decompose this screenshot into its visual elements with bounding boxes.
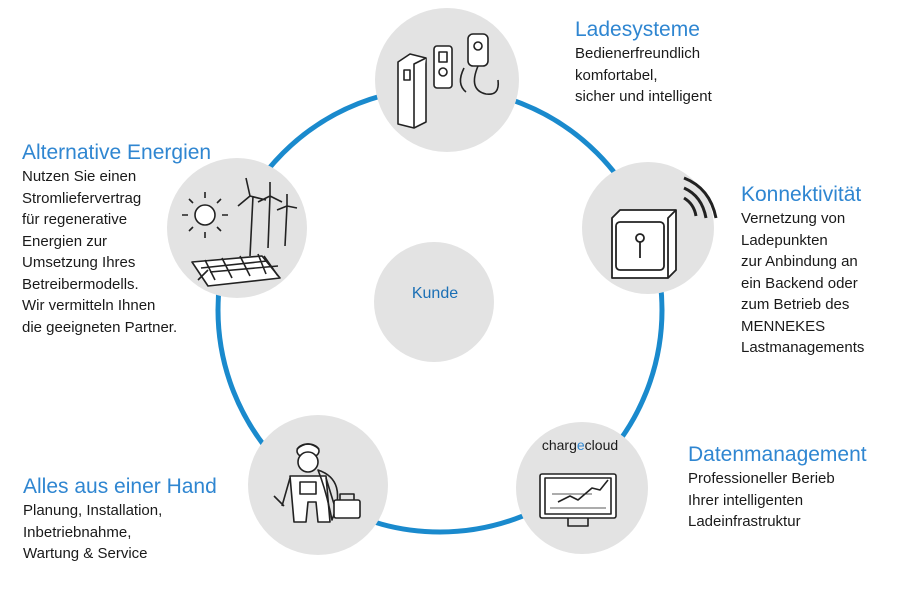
technician-icon bbox=[273, 443, 361, 523]
text-block-alles-aus-einer-hand: Alles aus einer Hand Planung, Installati… bbox=[23, 474, 217, 565]
node-line: Betreibermodells. bbox=[22, 275, 139, 293]
node-line: Stromliefervertrag bbox=[22, 189, 142, 207]
node-line: sicher und intelligent bbox=[575, 88, 712, 105]
node-line: Ihrer intelligenten bbox=[688, 491, 804, 509]
node-line: Lastmanagements bbox=[741, 339, 865, 356]
chargecloud-logo: chargecloud bbox=[542, 437, 618, 453]
renewable-energy-icon bbox=[182, 177, 298, 287]
node-line: Planung, Installation, bbox=[23, 502, 163, 519]
text-block-ladesysteme: Ladesysteme Bedienerfreundlich komfortab… bbox=[575, 17, 712, 108]
node-line: Bedienerfreundlich bbox=[575, 45, 701, 62]
text-block-konnektivitaet: Konnektivität Vernetzung von Ladepunkten… bbox=[741, 182, 864, 359]
node-line: zum Betrieb des bbox=[741, 296, 850, 313]
node-line: die geeigneten Partner. bbox=[22, 318, 178, 336]
node-line: Ladepunkten bbox=[741, 231, 828, 249]
node-title: Datenmanagement bbox=[688, 443, 867, 466]
node-line: komfortabel, bbox=[575, 66, 658, 84]
center-node bbox=[374, 242, 494, 362]
node-line: Inbetriebnahme, bbox=[23, 523, 132, 541]
text-block-alternative-energien: Alternative Energien Nutzen Sie einen St… bbox=[22, 140, 211, 338]
wireless-charger-icon bbox=[611, 176, 718, 279]
node-line: Umsetzung Ihres bbox=[22, 254, 136, 271]
monitor-chart-icon bbox=[539, 473, 617, 527]
node-title: Alternative Energien bbox=[22, 141, 212, 164]
node-line: ein Backend oder bbox=[741, 274, 858, 292]
node-title: Ladesysteme bbox=[575, 18, 700, 41]
node-title: Konnektivität bbox=[741, 183, 862, 206]
node-line: zur Anbindung an bbox=[741, 253, 858, 270]
node-title: Alles aus einer Hand bbox=[23, 475, 217, 498]
node-line: Wartung & Service bbox=[23, 545, 148, 562]
node-line: Vernetzung von bbox=[741, 210, 846, 227]
node-line: Energien zur bbox=[22, 232, 108, 250]
node-line: für regenerative bbox=[22, 211, 128, 228]
center-label: Kunde bbox=[411, 285, 459, 302]
node-line: Nutzen Sie einen bbox=[22, 168, 137, 185]
text-block-datenmanagement: Datenmanagement Professioneller Berieb I… bbox=[688, 442, 867, 533]
node-line: MENNEKES bbox=[741, 317, 826, 335]
node-line: Ladeinfrastruktur bbox=[688, 513, 801, 530]
charging-stations-icon bbox=[397, 33, 500, 129]
node-line: Wir vermitteln Ihnen bbox=[22, 297, 156, 314]
node-line: Professioneller Berieb bbox=[688, 470, 835, 487]
